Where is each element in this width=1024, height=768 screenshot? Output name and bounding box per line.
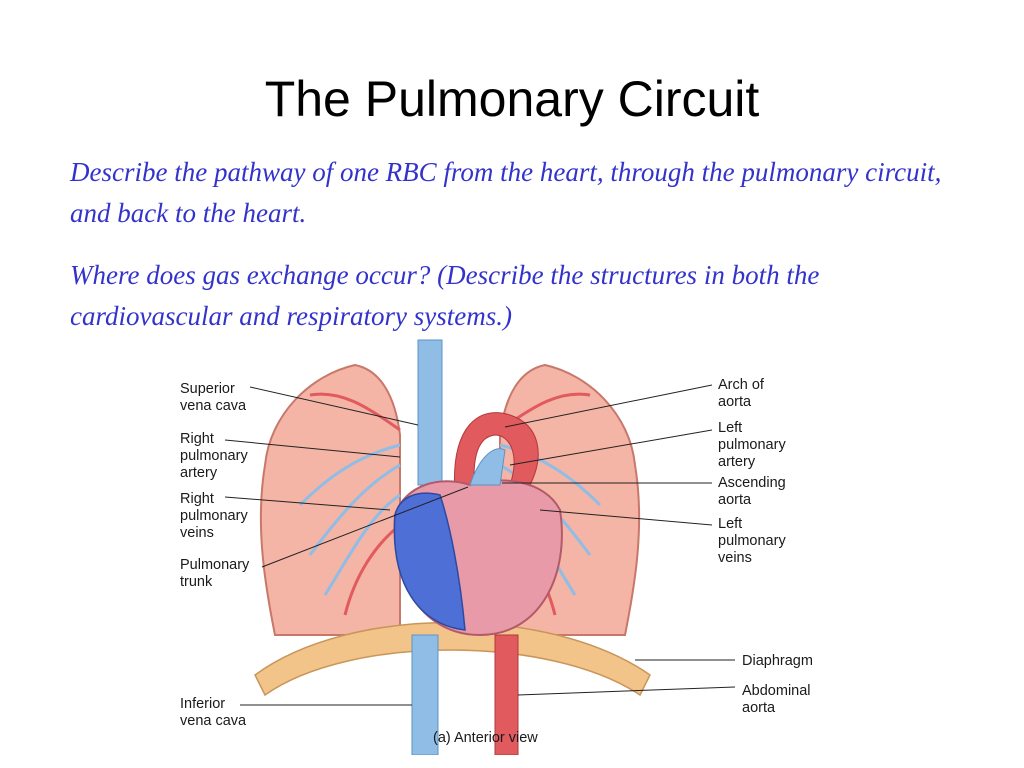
label-pulmonary-trunk: Pulmonary trunk: [180, 557, 253, 590]
slide-title: The Pulmonary Circuit: [264, 71, 760, 127]
pulmonary-circuit-diagram: Superior vena cava Right pulmonary arter…: [180, 339, 815, 755]
label-right-pulmonary-veins: Right pulmonary veins: [180, 491, 252, 541]
label-arch-of-aorta: Arch of aorta: [718, 377, 768, 410]
label-left-pulmonary-veins: Left pulmonary veins: [718, 516, 790, 566]
heart-illustration: [393, 448, 563, 637]
label-inferior-vena-cava: Inferior vena cava: [180, 696, 247, 729]
diagram-caption: (a) Anterior view: [433, 730, 538, 746]
diaphragm-shape: [254, 621, 651, 697]
left-leader-lines: [224, 386, 469, 706]
label-left-pulmonary-artery: Left pulmonary artery: [718, 420, 790, 470]
question-gas-exchange: Where does gas exchange occur? (Describe…: [70, 260, 820, 331]
inferior-vena-cava-shape: [411, 634, 439, 755]
label-superior-vena-cava: Superior vena cava: [180, 381, 247, 414]
question-rbc-pathway: Describe the pathway of one RBC from the…: [70, 157, 942, 228]
label-diaphragm: Diaphragm: [742, 653, 813, 669]
right-leader-lines: [502, 384, 736, 696]
label-abdominal-aorta: Abdominal aorta: [742, 683, 815, 716]
label-ascending-aorta: Ascending aorta: [718, 475, 790, 508]
superior-vena-cava-shape: [417, 339, 443, 486]
abdominal-aorta-shape: [494, 634, 519, 755]
label-right-pulmonary-artery: Right pulmonary artery: [180, 431, 252, 481]
